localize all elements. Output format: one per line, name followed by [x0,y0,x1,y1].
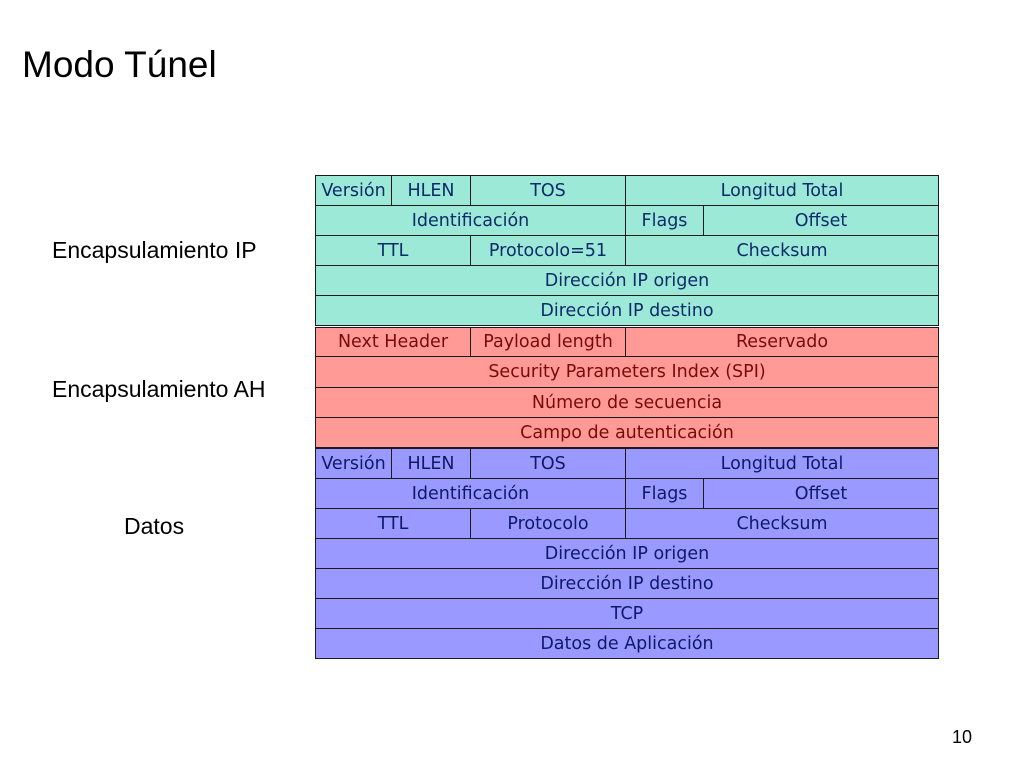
ip-flags-field: Flags [625,205,704,236]
datos-ttl-field: TTL [315,508,471,539]
datos-checksum-field: Checksum [625,508,939,539]
slide-title: Modo Túnel [22,44,217,85]
label-encapsulamiento-ah: Encapsulamiento AH [52,376,266,402]
label-encapsulamiento-ip: Encapsulamiento IP [52,237,257,263]
ah-payload-length-field: Payload length [470,327,626,357]
ip-ttl-field: TTL [315,235,471,266]
datos-hlen-field: HLEN [391,448,471,479]
datos-dir-origen-field: Dirección IP origen [315,538,939,569]
ah-numero-secuencia-field: Número de secuencia [315,387,939,418]
label-datos: Datos [124,513,185,539]
ip-version-field: Versión [315,175,392,206]
datos-protocolo-field: Protocolo [470,508,626,539]
ip-checksum-field: Checksum [625,235,939,266]
ip-dir-destino-field: Dirección IP destino [315,295,939,326]
ip-dir-origen-field: Dirección IP origen [315,265,939,296]
ip-identificacion-field: Identificación [315,205,626,236]
datos-flags-field: Flags [625,478,704,509]
ip-offset-field: Offset [703,205,939,236]
datos-dir-destino-field: Dirección IP destino [315,568,939,599]
datos-aplicacion-field: Datos de Aplicación [315,628,939,659]
ah-spi-field: Security Parameters Index (SPI) [315,356,939,388]
page-number: 10 [951,727,972,747]
ah-reservado-field: Reservado [625,327,939,357]
ip-tos-field: TOS [470,175,626,206]
ah-campo-autenticacion-field: Campo de autenticación [315,417,939,448]
datos-tos-field: TOS [470,448,626,479]
datos-version-field: Versión [315,448,392,479]
datos-longitud-total-field: Longitud Total [625,448,939,479]
ip-hlen-field: HLEN [391,175,471,206]
ah-next-header-field: Next Header [315,327,471,357]
datos-offset-field: Offset [703,478,939,509]
ip-protocolo-field: Protocolo=51 [470,235,626,266]
datos-identificacion-field: Identificación [315,478,626,509]
ip-longitud-total-field: Longitud Total [625,175,939,206]
datos-tcp-field: TCP [315,598,939,629]
